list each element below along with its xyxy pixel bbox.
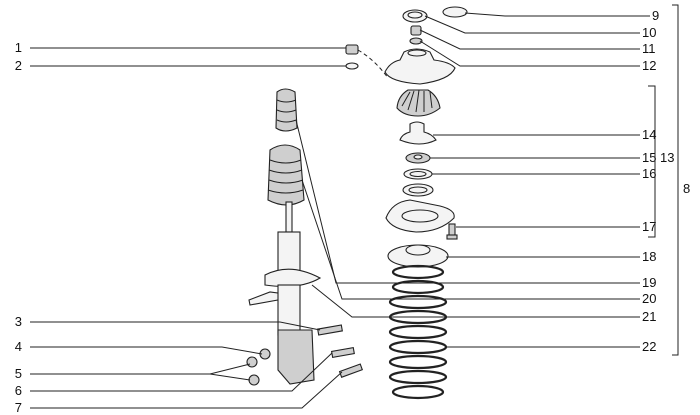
leader-line <box>30 373 251 381</box>
leader-line <box>295 119 640 284</box>
part-nut-1 <box>345 44 359 55</box>
bracket-13 <box>648 85 656 238</box>
part-bolt-17 <box>446 223 458 240</box>
callout-label-3: 3 <box>15 314 22 329</box>
part-bump-stop-19 <box>275 88 298 132</box>
callout-label-1: 1 <box>15 40 22 55</box>
bracket-8 <box>672 4 679 356</box>
part-ring <box>402 183 434 197</box>
part-bolt-7 <box>338 363 364 378</box>
leader-line <box>301 179 640 300</box>
spring-coil <box>388 354 448 370</box>
leader-line <box>30 352 333 392</box>
part-nut-11 <box>410 25 422 36</box>
spring-coil <box>388 339 448 355</box>
part-coil-spring-22 <box>388 264 448 400</box>
callout-label-10: 10 <box>642 25 656 40</box>
callout-label-14: 14 <box>642 127 656 142</box>
part-nuts-5 <box>246 356 260 386</box>
callout-label-11: 11 <box>642 41 656 56</box>
part-top-mount <box>384 48 456 85</box>
callout-label-19: 19 <box>642 275 656 290</box>
callout-label-13: 13 <box>660 150 674 165</box>
part-bearing-plate-14 <box>399 121 437 145</box>
leader-line <box>311 284 640 318</box>
part-cap-9 <box>442 6 468 18</box>
leader-line <box>419 40 640 67</box>
part-spring-seat-18 <box>387 244 449 268</box>
callout-label-17: 17 <box>642 219 656 234</box>
spring-coil <box>388 369 448 385</box>
leader-line <box>30 346 263 355</box>
callout-label-9: 9 <box>652 8 659 23</box>
leader-line <box>424 15 640 34</box>
part-shock-absorber <box>248 201 322 385</box>
callout-label-7: 7 <box>15 400 22 415</box>
spring-coil <box>388 324 448 340</box>
part-bearing-15 <box>405 152 431 164</box>
callout-label-8: 8 <box>683 181 690 196</box>
part-bolt-6 <box>330 346 355 358</box>
part-bolt-3 <box>317 324 343 336</box>
callout-label-6: 6 <box>15 383 22 398</box>
leader-line <box>464 12 650 17</box>
part-washer-2 <box>345 62 359 70</box>
callout-label-2: 2 <box>15 58 22 73</box>
part-washer-16 <box>403 168 433 180</box>
spring-coil <box>391 279 445 295</box>
callout-label-4: 4 <box>15 339 22 354</box>
leader-line <box>30 363 251 375</box>
part-washer-10 <box>402 9 428 23</box>
callout-label-18: 18 <box>642 249 656 264</box>
leader-line <box>419 29 640 50</box>
callout-label-20: 20 <box>642 291 656 306</box>
leader-line <box>30 371 343 409</box>
callout-label-16: 16 <box>642 166 656 181</box>
spring-coil <box>388 294 448 310</box>
callout-label-21: 21 <box>642 309 656 324</box>
part-dust-boot-20 <box>267 144 305 206</box>
spring-coil <box>391 264 445 280</box>
callout-label-22: 22 <box>642 339 656 354</box>
part-washer-12 <box>409 37 423 45</box>
part-spring-plate <box>385 199 455 233</box>
callout-label-5: 5 <box>15 366 22 381</box>
leader-line <box>30 321 321 331</box>
spring-coil <box>391 384 445 400</box>
callout-label-12: 12 <box>642 58 656 73</box>
callout-label-15: 15 <box>642 150 656 165</box>
part-bump-rubber <box>396 89 441 117</box>
